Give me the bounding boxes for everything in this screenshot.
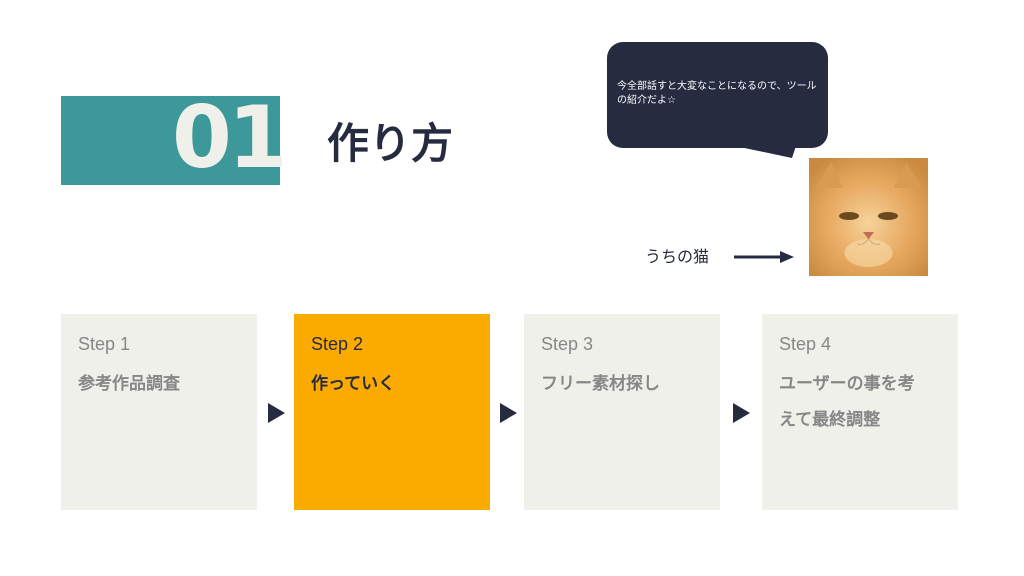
arrow-right-icon <box>734 251 794 263</box>
cat-label: うちの猫 <box>645 247 710 266</box>
section-number: 01 <box>172 88 288 188</box>
triangle-arrow-icon <box>268 403 285 423</box>
step-description: フリー素材探し <box>541 374 660 394</box>
number-block <box>61 96 280 185</box>
step-card-3: Step 3 フリー素材探し <box>524 314 720 510</box>
speech-bubble <box>607 42 828 148</box>
step-label: Step 3 <box>541 334 594 354</box>
step-description: 参考作品調査 <box>78 374 180 394</box>
step-label: Step 2 <box>311 334 364 354</box>
step-description: 作っていく <box>311 374 396 394</box>
step-description: ユーザーの事を考えて最終調整 <box>779 374 915 430</box>
step-card-2: Step 2 作っていく <box>294 314 490 510</box>
speech-bubble-text: 今全部話すと大変なことになるので、ツールの紹介だよ☆ <box>617 81 817 106</box>
step-label: Step 4 <box>779 334 832 354</box>
cat-photo <box>809 158 928 276</box>
section-title: 作り方 <box>327 119 454 168</box>
step-card-4: Step 4 ユーザーの事を考えて最終調整 <box>762 314 958 510</box>
triangle-arrow-icon <box>500 403 517 423</box>
step-card-1: Step 1 参考作品調査 <box>61 314 257 510</box>
step-label: Step 1 <box>78 334 131 354</box>
triangle-arrow-icon <box>733 403 750 423</box>
